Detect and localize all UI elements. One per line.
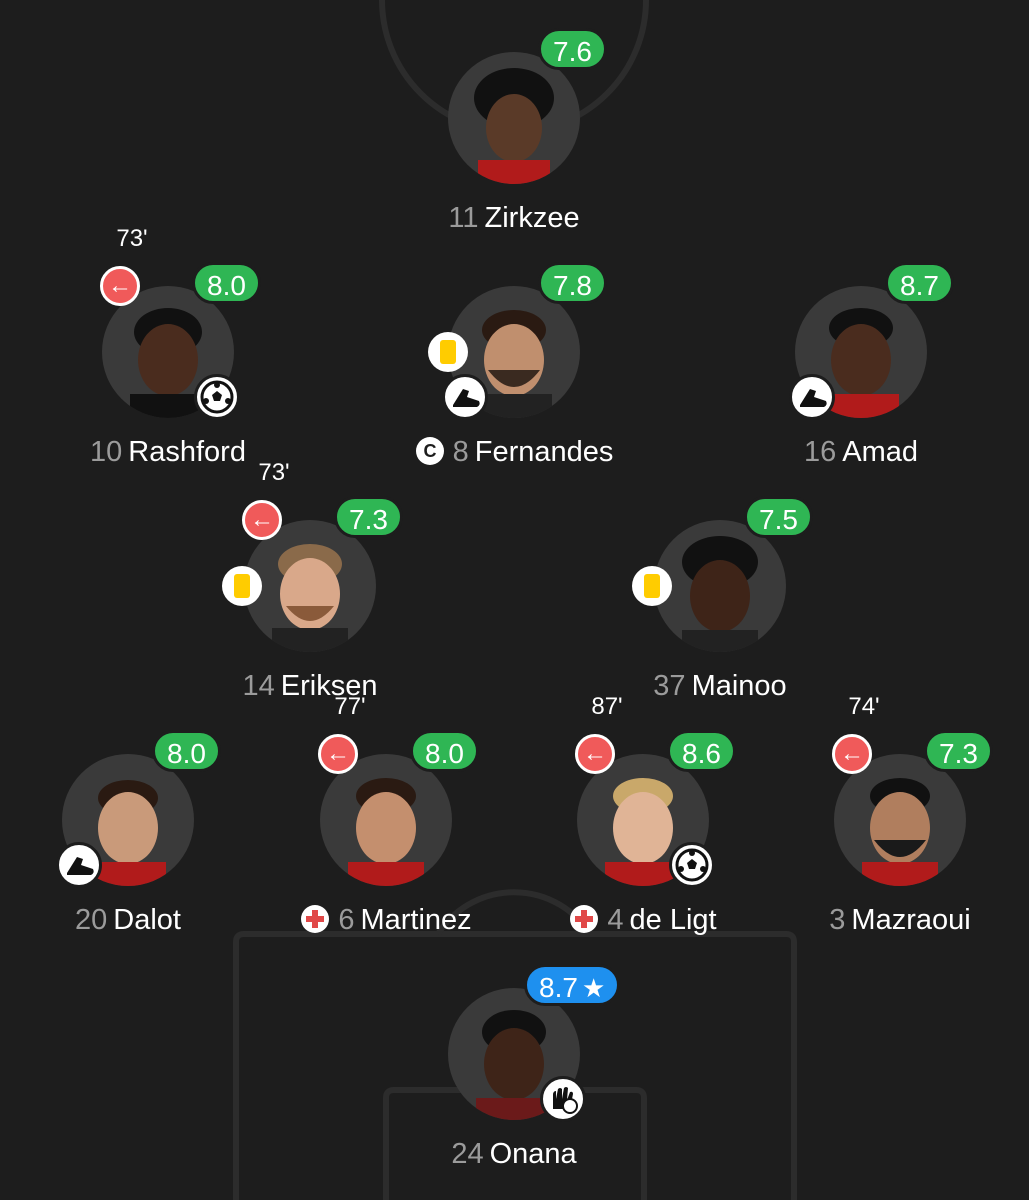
rating-badge: 7.8 <box>538 262 607 304</box>
rating-badge: 8.0 <box>152 730 221 772</box>
shirt-number: 6 <box>338 904 355 936</box>
shirt-number: 10 <box>90 436 123 468</box>
top-rating-badge: 8.7★ <box>524 964 621 1006</box>
player-photo <box>448 52 580 184</box>
svg-text:C: C <box>423 441 436 461</box>
rating-badge: 8.0 <box>192 262 261 304</box>
boot-icon <box>442 374 488 420</box>
rating-badge: 7.5 <box>744 496 813 538</box>
arrow-left-icon: ← <box>242 500 282 540</box>
rating-badge: 7.6 <box>538 28 607 70</box>
yellow-card-icon <box>428 332 468 372</box>
star-icon: ★ <box>581 973 606 1003</box>
substitution-time: 73' <box>258 459 290 486</box>
substitution-time: 87' <box>591 693 623 720</box>
shirt-number: 16 <box>803 436 837 468</box>
arrow-left-icon: ← <box>318 734 358 774</box>
player-name: Mazraoui <box>851 904 971 936</box>
arrow-left-icon: ← <box>100 266 140 306</box>
shirt-number: 11 <box>448 202 479 234</box>
substitution-time: 74' <box>848 693 880 720</box>
shirt-number: 20 <box>75 904 108 936</box>
player-name: Martinez <box>360 904 472 936</box>
shirt-number: 14 <box>242 670 275 702</box>
shirt-number: 4 <box>607 904 624 936</box>
rating-badge: 8.0 <box>410 730 479 772</box>
shirt-number: 8 <box>452 436 469 468</box>
arrow-left-icon: ← <box>575 734 615 774</box>
player-name: Rashford <box>128 436 246 468</box>
player-name: Eriksen <box>280 670 378 702</box>
player-name: Zirkzee <box>484 202 580 234</box>
shirt-number: 37 <box>653 670 686 702</box>
player-name: Onana <box>489 1138 577 1170</box>
injury-cross-icon <box>570 905 599 933</box>
player-photo <box>834 754 966 886</box>
player-name: Amad <box>842 436 919 468</box>
rating-badge: 7.3 <box>924 730 993 772</box>
football-icon <box>669 842 715 888</box>
captain-icon: C <box>415 437 444 465</box>
shirt-number: 24 <box>451 1138 484 1170</box>
substitution-time: 73' <box>116 225 148 252</box>
boot-icon <box>789 374 835 420</box>
player-photo <box>320 754 452 886</box>
yellow-card-icon <box>222 566 262 606</box>
rating-badge: 8.7 <box>885 262 954 304</box>
player-photo <box>244 520 376 652</box>
shirt-number: 3 <box>829 904 846 936</box>
goalkeeper-glove-icon <box>540 1076 586 1122</box>
player-photo <box>577 754 709 886</box>
player-photo <box>654 520 786 652</box>
player-name: de Ligt <box>629 904 717 936</box>
yellow-card-icon <box>632 566 672 606</box>
player-name: Mainoo <box>691 670 787 702</box>
injury-cross-icon <box>301 905 330 933</box>
player-name: Fernandes <box>474 436 614 468</box>
player-name: Dalot <box>113 904 181 936</box>
boot-icon <box>56 842 102 888</box>
arrow-left-icon: ← <box>832 734 872 774</box>
football-icon <box>194 374 240 420</box>
rating-badge: 8.6 <box>667 730 736 772</box>
rating-badge: 7.3 <box>334 496 403 538</box>
rating-value: 8.7 <box>539 972 578 1003</box>
substitution-time: 77' <box>334 693 366 720</box>
